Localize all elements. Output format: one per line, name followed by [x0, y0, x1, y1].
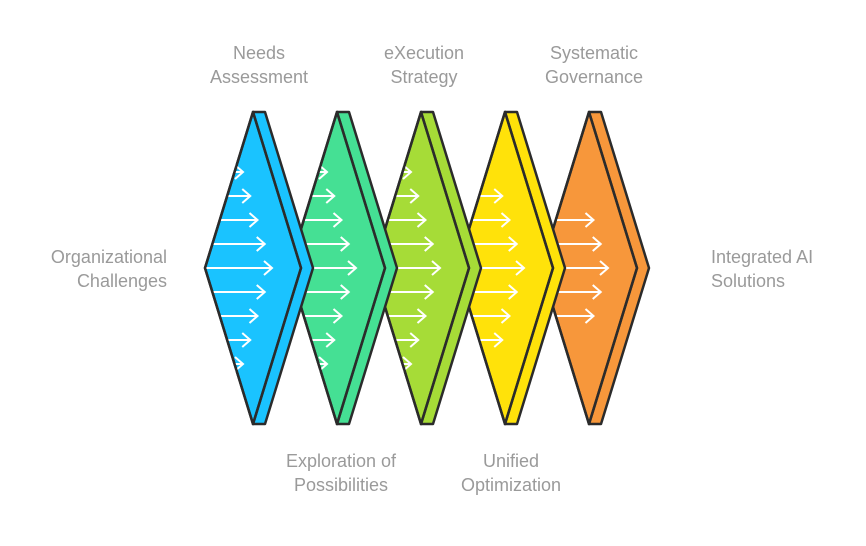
- flow-arrow-icon: [472, 308, 512, 324]
- stage-front-outline: [287, 110, 387, 426]
- flow-arrow-icon: [472, 212, 512, 228]
- flow-arrow-icon: [228, 188, 252, 204]
- flow-arrow-icon: [318, 356, 329, 372]
- arrow-head: [409, 332, 420, 348]
- flow-arrow-icon: [304, 212, 344, 228]
- arrow-head: [416, 212, 428, 228]
- arrow-head: [416, 308, 428, 324]
- flow-arrow-icon: [220, 308, 260, 324]
- stage-needs-assessment: [203, 110, 315, 426]
- arrow-head: [409, 188, 420, 204]
- arrow-head: [500, 212, 512, 228]
- arrow-head: [424, 236, 435, 252]
- stage-label-execution-strategy: eXecution Strategy: [384, 41, 464, 89]
- stage-label-line: Needs: [232, 43, 286, 63]
- arrow-head: [424, 284, 435, 300]
- arrow-head: [241, 332, 252, 348]
- flow-arrow-icon: [480, 332, 504, 348]
- arrow-head: [347, 260, 358, 276]
- stage-front-outline: [203, 110, 303, 426]
- flow-arrow-icon: [396, 188, 420, 204]
- stage-label-line: Systematic: [549, 43, 639, 63]
- flow-arrow-icon: [388, 212, 428, 228]
- flow-arrow-icon: [206, 260, 274, 276]
- stage-label-line: Unified: [482, 451, 540, 471]
- arrow-head: [599, 260, 610, 276]
- arrow-head: [500, 308, 512, 324]
- arrow-head: [592, 284, 603, 300]
- flow-arrow-icon: [556, 212, 596, 228]
- arrow-head: [318, 356, 329, 372]
- flow-arrow-icon: [396, 332, 420, 348]
- stage-exploration-of-possibilities: [287, 110, 399, 426]
- end-label-line-2: Solutions: [711, 271, 786, 291]
- flow-arrow-icon: [213, 236, 267, 252]
- flow-arrow-icon: [234, 356, 245, 372]
- stage-label-line: Assessment: [209, 67, 309, 87]
- start-label: Organizational Challenges: [51, 245, 167, 293]
- arrow-head: [241, 188, 252, 204]
- arrow-head: [493, 188, 504, 204]
- flow-arrow-icon: [480, 188, 504, 204]
- flow-arrow-icon: [220, 212, 260, 228]
- arrow-head: [508, 284, 519, 300]
- stage-systematic-governance: [539, 110, 651, 426]
- stage-label-needs-assessment: Needs Assessment: [210, 41, 308, 89]
- arrow-head: [248, 308, 260, 324]
- arrow-head: [325, 332, 336, 348]
- stage-front-outline: [371, 110, 471, 426]
- flow-arrow-icon: [388, 308, 428, 324]
- stage-label-systematic-governance: Systematic Governance: [545, 41, 643, 89]
- stage-label-line: eXecution: [383, 43, 465, 63]
- stage-front-outline: [455, 110, 555, 426]
- flow-arrow-icon: [318, 164, 329, 180]
- stage-label-line: Exploration of: [285, 451, 397, 471]
- stage-label-line: Strategy: [390, 67, 458, 87]
- arrow-head: [248, 212, 260, 228]
- arrow-head: [256, 284, 267, 300]
- end-label-line-1: Integrated AI: [711, 247, 814, 267]
- arrow-head: [256, 236, 267, 252]
- arrow-head: [340, 284, 351, 300]
- flow-arrow-icon: [312, 188, 336, 204]
- stage-front-outline: [539, 110, 639, 426]
- flow-arrow-icon: [402, 356, 413, 372]
- flow-arrow-icon: [402, 164, 413, 180]
- start-label-line-2: Challenges: [76, 271, 167, 291]
- arrow-head: [332, 308, 344, 324]
- stage-execution-strategy: [371, 110, 483, 426]
- flow-arrow-icon: [304, 308, 344, 324]
- arrow-head: [325, 188, 336, 204]
- arrow-head: [584, 308, 596, 324]
- stage-label-line: Optimization: [460, 475, 562, 495]
- arrow-head: [234, 164, 245, 180]
- arrow-head: [493, 332, 504, 348]
- stage-unified-optimization: [455, 110, 567, 426]
- arrow-head: [431, 260, 442, 276]
- arrow-head: [402, 356, 413, 372]
- arrow-head: [584, 212, 596, 228]
- stage-label-unified-optimization: Unified Optimization: [461, 449, 561, 497]
- flow-arrow-icon: [234, 164, 245, 180]
- arrow-head: [263, 260, 274, 276]
- flow-arrow-icon: [228, 332, 252, 348]
- flow-arrow-icon: [556, 308, 596, 324]
- arrow-head: [332, 212, 344, 228]
- arrow-head: [402, 164, 413, 180]
- stage-label-line: Possibilities: [293, 475, 389, 495]
- arrow-head: [592, 236, 603, 252]
- flow-arrow-icon: [213, 284, 267, 300]
- arrow-head: [234, 356, 245, 372]
- arrow-head: [318, 164, 329, 180]
- start-label-line-1: Organizational: [50, 247, 167, 267]
- arrow-head: [515, 260, 526, 276]
- arrow-head: [340, 236, 351, 252]
- arrow-head: [508, 236, 519, 252]
- flow-arrow-icon: [312, 332, 336, 348]
- end-label: Integrated AI Solutions: [711, 245, 813, 293]
- stage-label-exploration-of-possibilities: Exploration of Possibilities: [286, 449, 396, 497]
- stage-label-line: Governance: [544, 67, 644, 87]
